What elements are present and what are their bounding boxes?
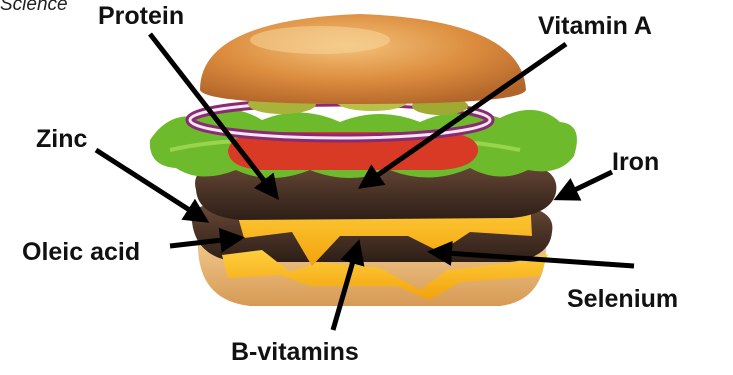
label-b-vitamins: B-vitamins (231, 340, 359, 365)
top-bun (200, 14, 526, 104)
label-vitamin-a: Vitamin A (538, 14, 652, 39)
label-oleic-acid: Oleic acid (22, 240, 140, 265)
label-iron: Iron (612, 150, 659, 175)
label-selenium: Selenium (567, 287, 678, 312)
label-zinc: Zinc (36, 127, 87, 152)
iron-arrow (558, 172, 612, 198)
label-protein: Protein (98, 4, 184, 29)
